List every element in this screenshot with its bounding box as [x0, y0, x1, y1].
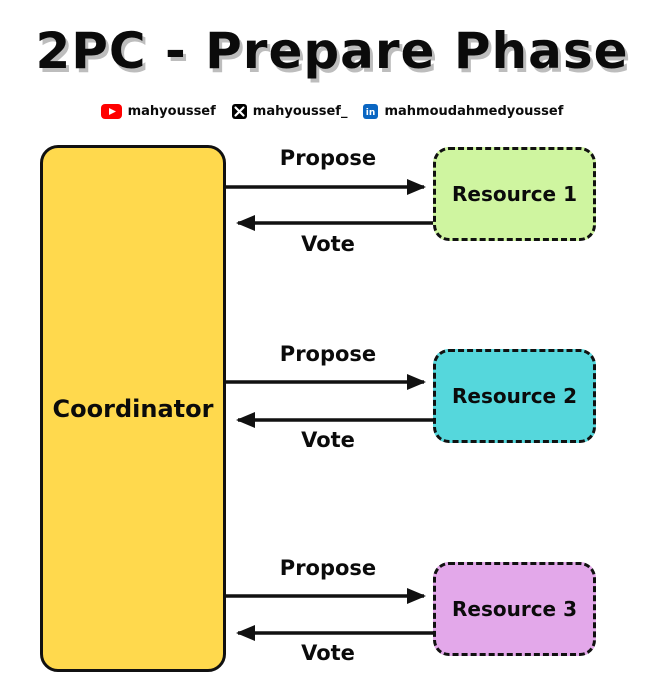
social-bar: mahyoussef mahyoussef_ in mahmoudahmedyo…	[0, 104, 664, 119]
linkedin-handle: mahmoudahmedyoussef	[384, 104, 564, 119]
resource-1-box: Resource 1	[433, 147, 596, 241]
x-handle: mahyoussef_	[252, 104, 348, 119]
coordinator-box: Coordinator	[40, 145, 226, 672]
vote-label-1: Vote	[301, 232, 355, 256]
resource-2-label: Resource 2	[451, 384, 577, 408]
social-x: mahyoussef_	[231, 104, 348, 119]
diagram-title: 2PC - Prepare Phase	[35, 22, 629, 80]
resource-3-box: Resource 3	[433, 562, 596, 656]
youtube-handle: mahyoussef	[127, 104, 216, 119]
vote-label-2: Vote	[301, 428, 355, 452]
youtube-icon	[100, 104, 122, 119]
resource-1-label: Resource 1	[451, 182, 577, 206]
propose-label-2: Propose	[279, 342, 377, 366]
coordinator-label: Coordinator	[52, 394, 214, 423]
propose-label-1: Propose	[279, 146, 377, 170]
svg-text:in: in	[366, 108, 376, 118]
resource-3-label: Resource 3	[451, 597, 577, 621]
linkedin-icon: in	[363, 104, 379, 119]
social-youtube: mahyoussef	[100, 104, 216, 119]
resource-2-box: Resource 2	[433, 349, 596, 443]
propose-label-3: Propose	[279, 556, 377, 580]
x-icon	[231, 104, 247, 119]
social-linkedin: in mahmoudahmedyoussef	[363, 104, 563, 119]
vote-label-3: Vote	[301, 641, 355, 665]
